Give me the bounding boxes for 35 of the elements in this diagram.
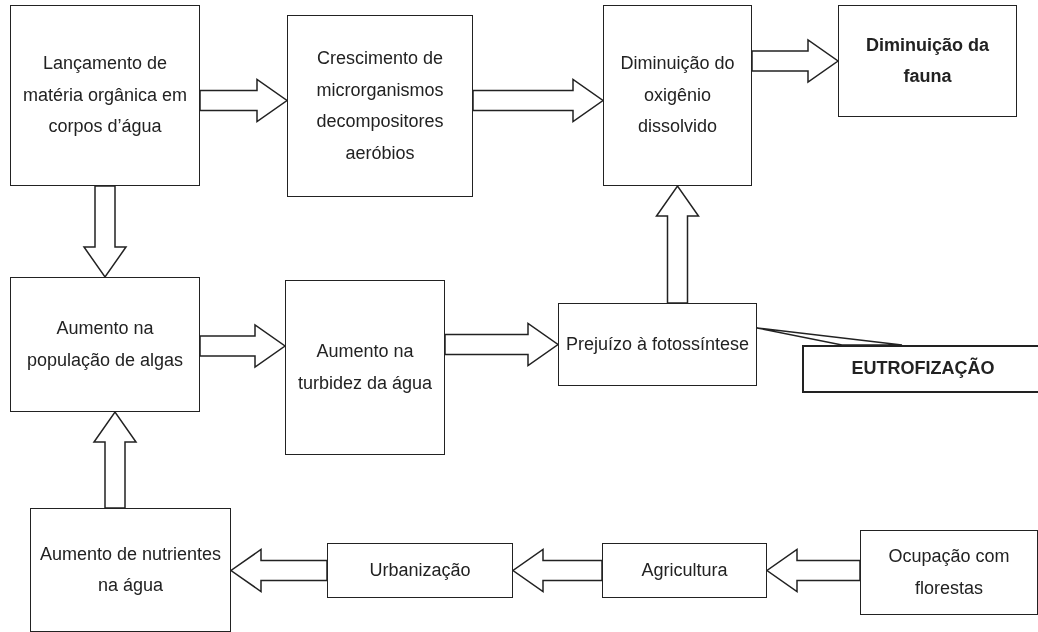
node-text: Aumento na população de algas: [25, 317, 185, 372]
node-text: Ocupação com florestas: [887, 545, 1011, 600]
process-box: [10, 277, 200, 412]
block-arrow: [751, 38, 840, 84]
callout-pointer: [756, 327, 903, 346]
process-box: [603, 5, 752, 186]
node-text: Urbanização: [368, 558, 472, 582]
block-arrow: [444, 322, 560, 367]
node-text: Diminuição do oxigênio dissolvido: [619, 52, 736, 139]
process-box: [860, 530, 1038, 615]
node-text: Aumento na turbidez da água: [296, 340, 434, 395]
block-arrow: [199, 323, 287, 369]
block-arrow: [82, 185, 128, 279]
block-arrow: [92, 410, 138, 509]
block-arrow: [199, 78, 289, 123]
process-box: [327, 543, 513, 598]
process-box: [30, 508, 231, 632]
process-box: [10, 5, 200, 186]
node-text: Agricultura: [640, 558, 729, 582]
process-box: [602, 543, 767, 598]
block-arrow: [511, 548, 603, 593]
block-arrow: [229, 548, 328, 593]
process-box: [287, 15, 473, 197]
node-text: Diminuição da fauna: [865, 33, 990, 88]
block-arrow: [765, 548, 861, 593]
node-text: Crescimento de microrganismos decompositores aeróbios: [315, 47, 445, 165]
block-arrow: [655, 184, 700, 304]
block-arrow: [472, 78, 605, 123]
node-text: Prejuízo à fotossíntese: [564, 332, 751, 356]
process-box: [838, 5, 1017, 117]
node-text: Aumento de nutrientes na água: [38, 542, 223, 597]
node-text: Lançamento de matéria orgânica em corpos d’água: [21, 52, 189, 139]
process-box: [558, 303, 757, 386]
process-box: [285, 280, 445, 455]
node-text: EUTROFIZAÇÃO: [850, 356, 996, 381]
